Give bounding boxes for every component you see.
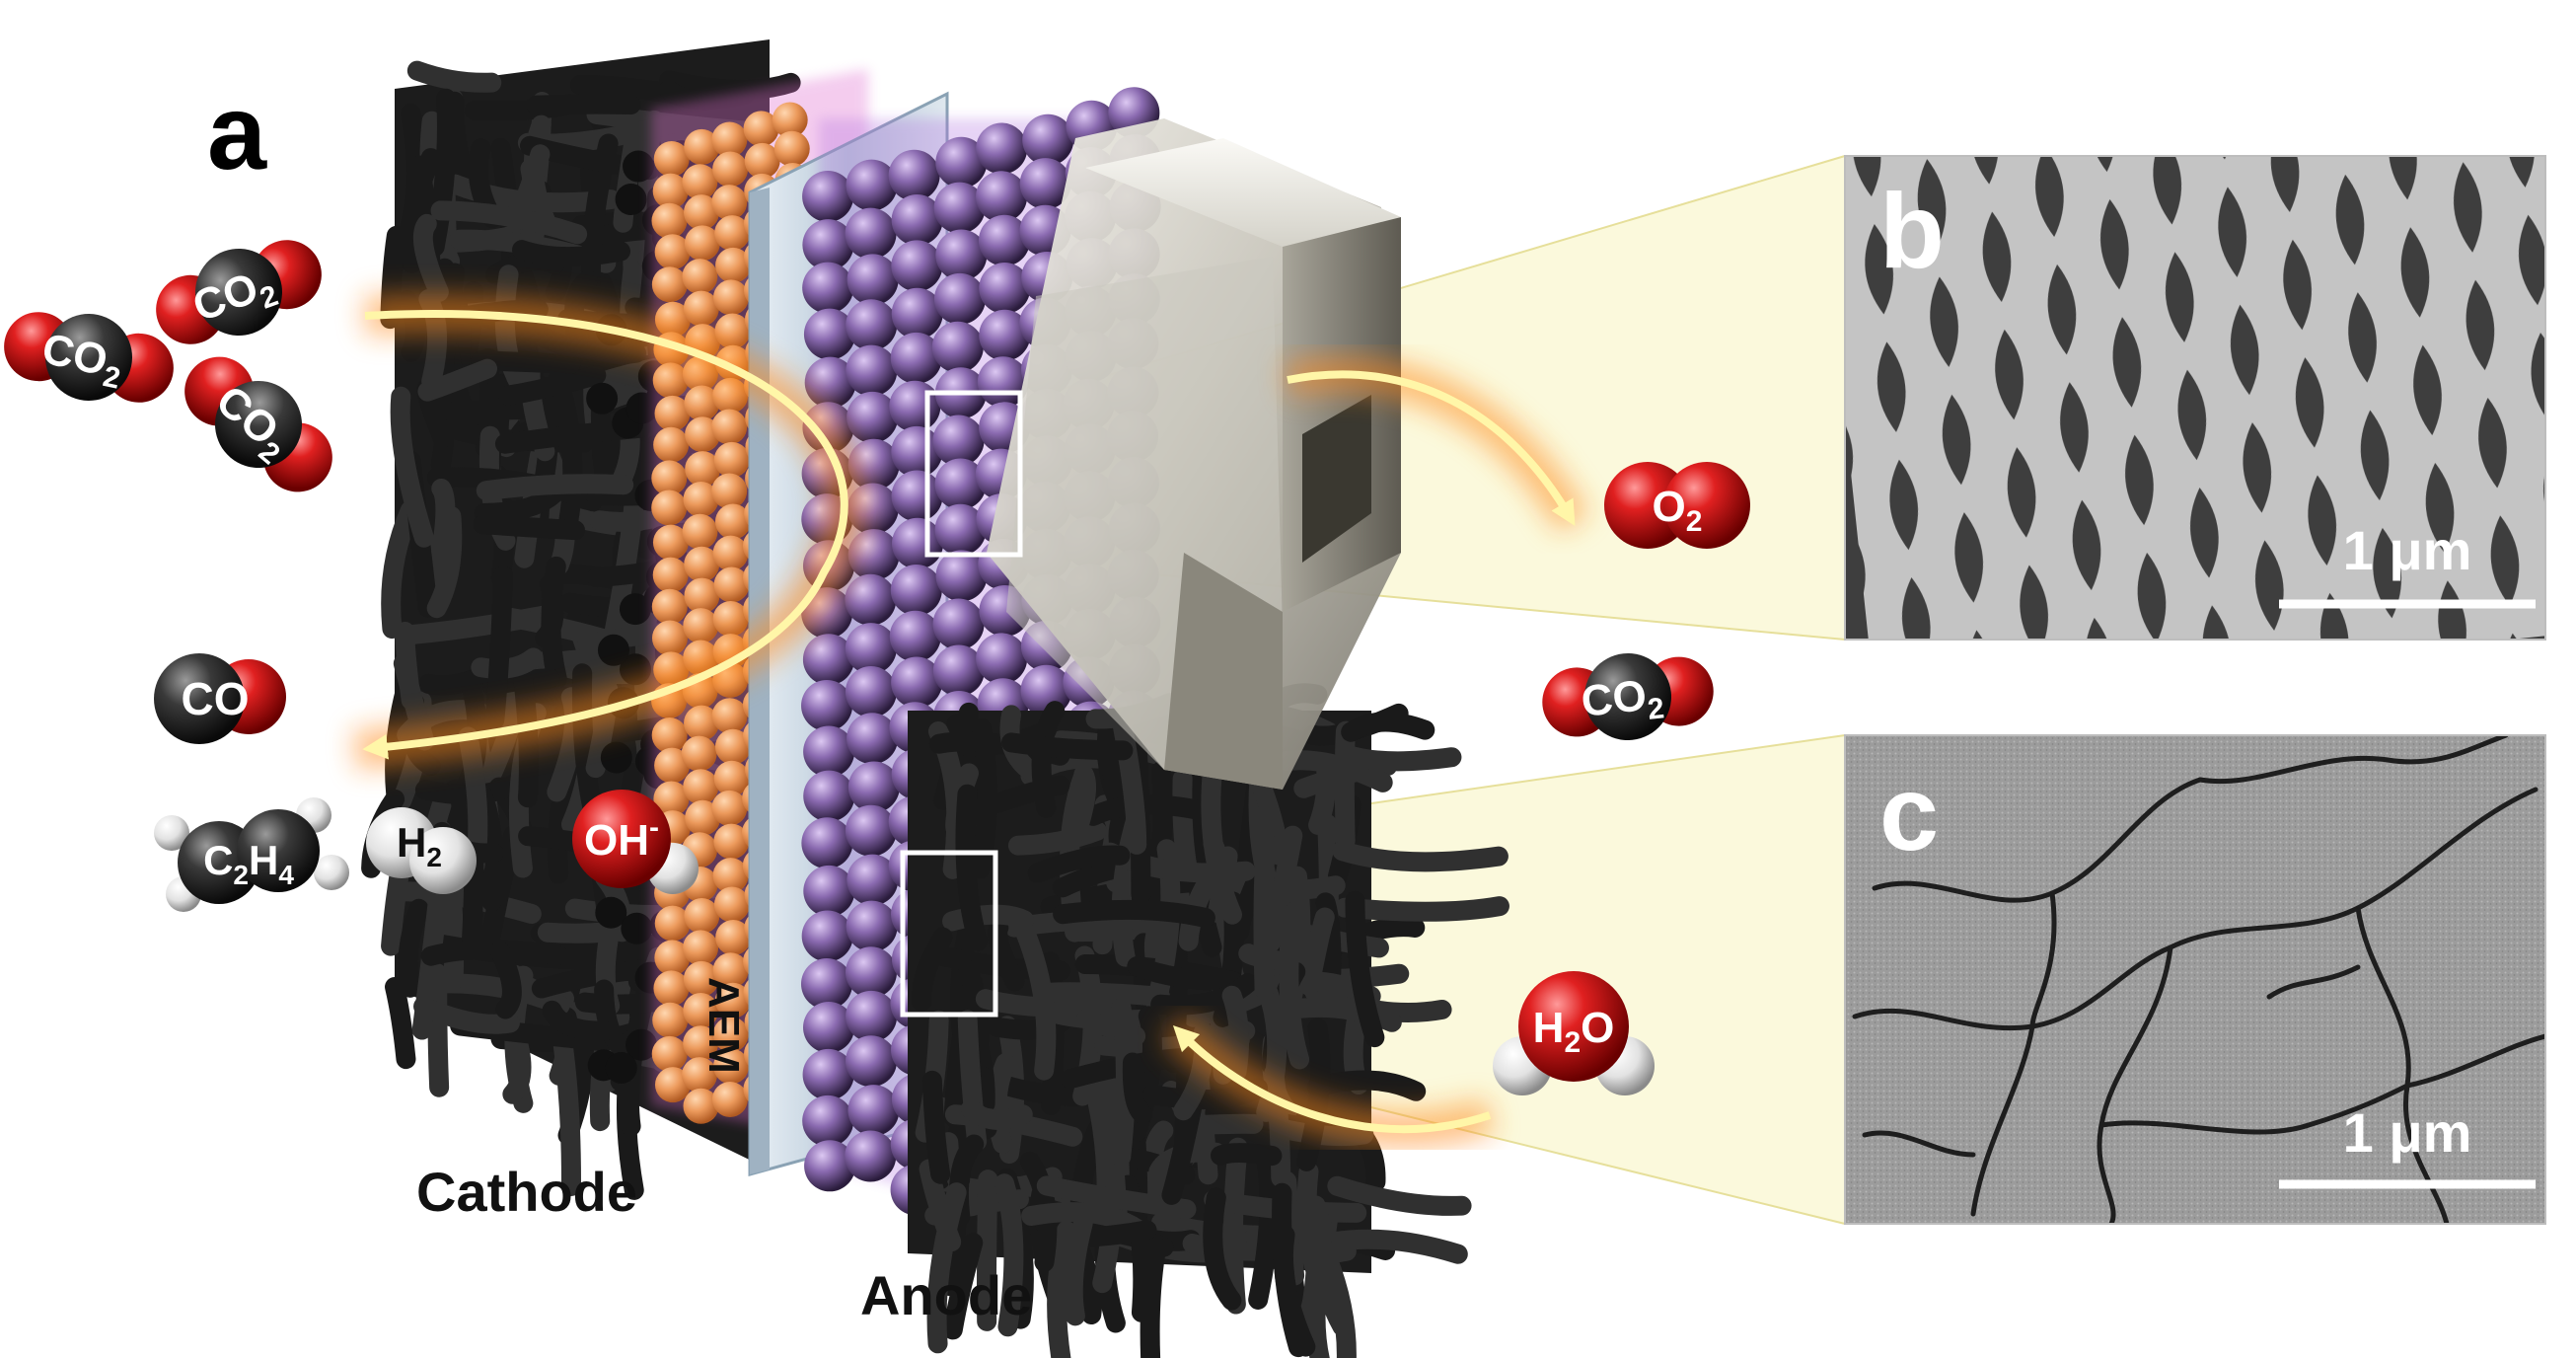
co-molecule: CO [154, 653, 286, 744]
co2-molecule-1: CO2 [143, 222, 334, 362]
membrane-label: AEM [701, 977, 745, 1115]
anode-label: Anode [860, 1268, 1032, 1323]
panel-label-b: b [1879, 178, 1945, 284]
co2-molecule-product: CO2 [1538, 644, 1718, 749]
panel-label-c: c [1879, 760, 1939, 867]
co2-molecule-2: CO2 [0, 297, 182, 417]
o2-molecule: O2 [1604, 462, 1750, 549]
cathode-label: Cathode [416, 1165, 637, 1220]
scale-bar-label-top: 1 μm [2279, 523, 2536, 578]
svg-text:OH-: OH- [584, 811, 659, 865]
co2-molecule-3: CO2 [165, 336, 352, 512]
scale-bar-label-bottom: 1 μm [2279, 1105, 2536, 1161]
c2h4-molecule: C2H4 [154, 797, 349, 912]
panel-label-a: a [207, 79, 266, 186]
svg-text:CO: CO [182, 673, 250, 724]
